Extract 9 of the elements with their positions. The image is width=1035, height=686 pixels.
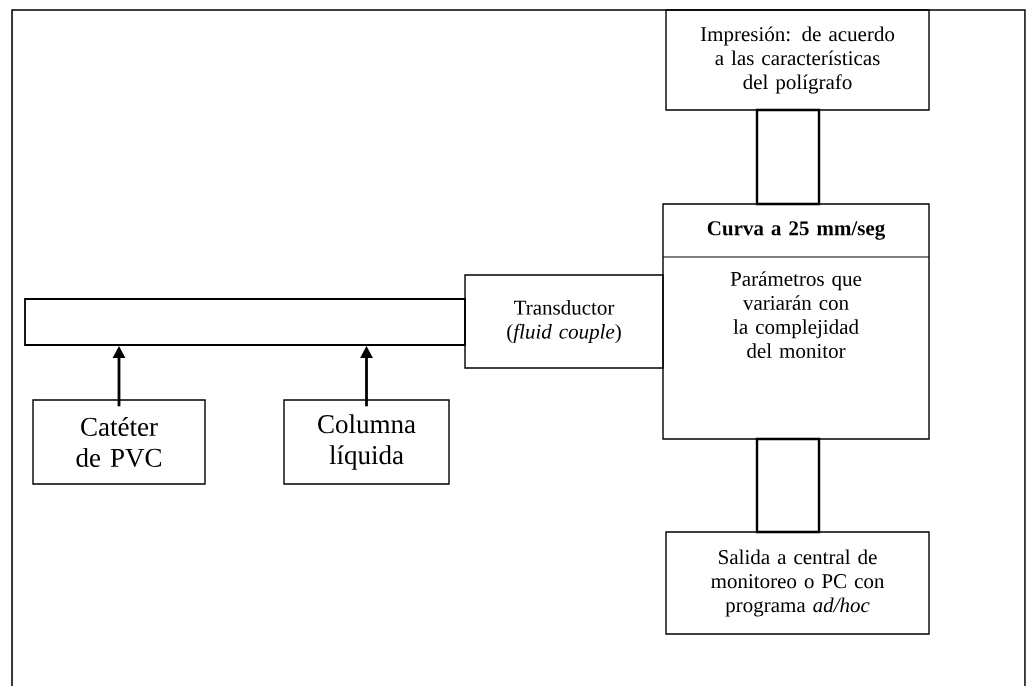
connector-box — [755, 437, 821, 534]
print-box: Impresión: de acuerdo a las características del polígrafo — [665, 9, 930, 111]
output-box: Salida a central de monitoreo o PC con programa ad/hoc — [665, 531, 930, 635]
transducer-box: Transductor (fluid couple) — [464, 274, 664, 369]
connector-box — [755, 108, 821, 206]
tube-bar — [24, 298, 466, 346]
catheter-box: Catéter de PVC — [32, 399, 206, 485]
fluid-column-box: Columna líquida — [283, 399, 450, 485]
monitor-box: Curva a 25 mm/seg Parámetros que variarán con la complejidad del monitor — [662, 203, 930, 440]
